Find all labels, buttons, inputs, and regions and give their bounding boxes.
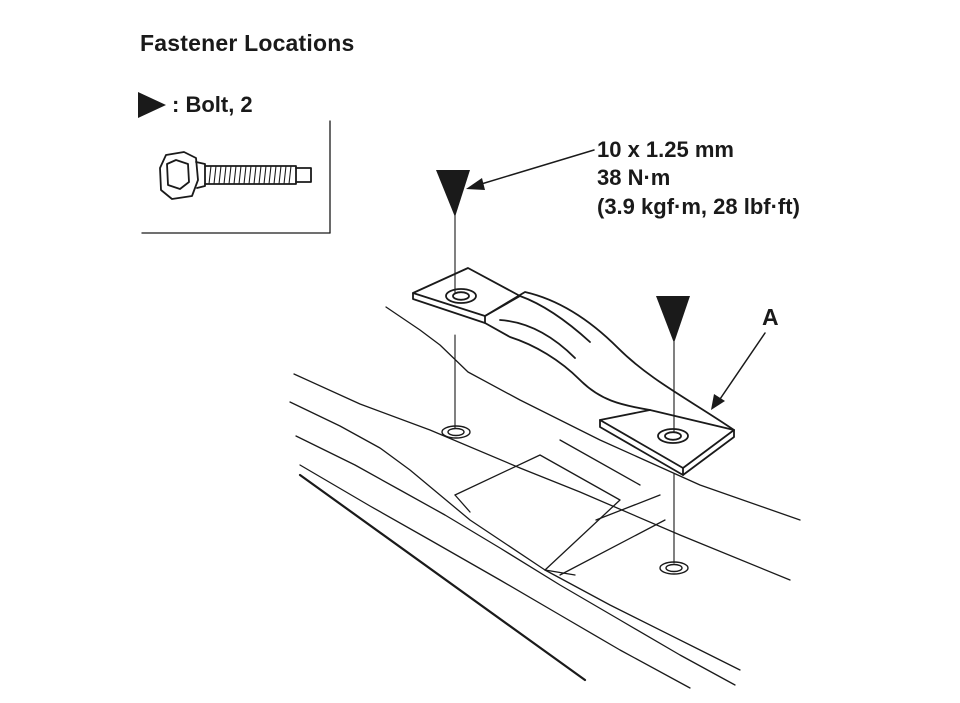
thread-size-label: 10 x 1.25 mm (597, 137, 734, 162)
page-title: Fastener Locations (140, 30, 355, 56)
centerlines (454, 211, 675, 564)
bolt-icon (159, 151, 312, 200)
torque-alt-units-label: (3.9 kgf·m, 28 lbf·ft) (597, 194, 800, 219)
leader-lines (477, 149, 766, 403)
leader-arrowhead-spec (466, 178, 485, 190)
legend-label: : Bolt, 2 (172, 92, 253, 117)
part-callout-label: A (762, 304, 779, 330)
leader-arrowhead-a (711, 394, 725, 410)
frame-rail (289, 306, 801, 689)
bolt-marker-icon (656, 296, 690, 343)
bolt-marker-icon (436, 170, 470, 217)
bolt-inset (141, 120, 331, 234)
torque-value-label: 38 N·m (597, 165, 671, 190)
triangle-marker-icon (138, 92, 166, 118)
bracket-a (412, 267, 735, 476)
